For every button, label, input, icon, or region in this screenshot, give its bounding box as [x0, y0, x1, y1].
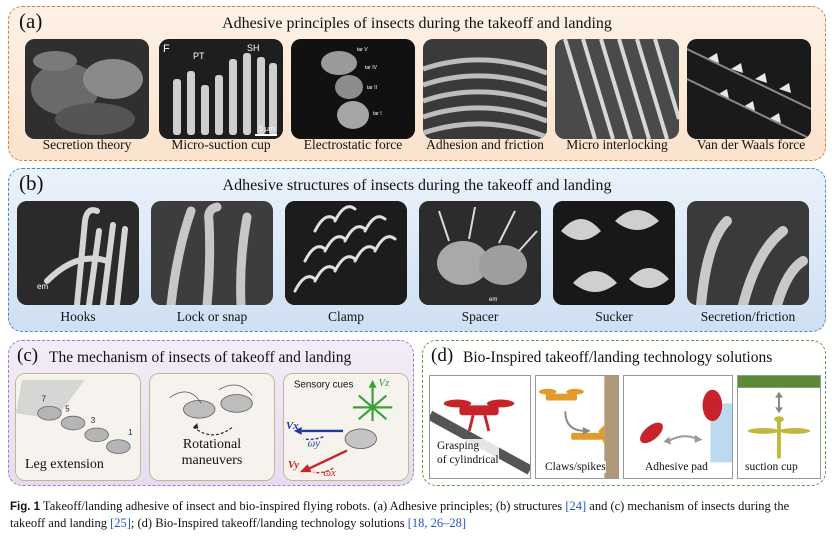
sensory-vx-label: Vx	[286, 420, 299, 432]
hooks-image: em	[17, 201, 139, 305]
micro-suction-scale-label: 5 μm	[259, 126, 275, 133]
lock-or-snap-caption: Lock or snap	[176, 309, 248, 324]
figure-number: Fig. 1	[10, 501, 41, 513]
secretion-friction-image	[687, 201, 809, 305]
sensory-vz-label: Vz	[378, 377, 390, 389]
sensory-cues-title: Sensory cues	[294, 380, 354, 391]
clamp-image	[285, 201, 407, 305]
panel-c-letter: (c)	[17, 345, 39, 366]
secretion-friction-caption: Secretion/friction	[700, 309, 796, 324]
panel-c-title: The mechanism of insects of takeoff and …	[49, 349, 352, 366]
sucker-caption: Sucker	[595, 309, 633, 324]
adhesion-friction-caption: Adhesion and friction	[426, 137, 544, 152]
sensory-wx-label: ωx	[323, 467, 336, 479]
micro-suction-pt-label: PT	[193, 51, 205, 61]
hooks-caption: Hooks	[60, 309, 96, 324]
micro-suction-cup-caption: Micro-suction cup	[171, 137, 271, 152]
micro-suction-f-label: F	[163, 43, 170, 55]
leg-extension-label-1: 1	[128, 428, 132, 437]
van-der-waals-caption: Van der Waals force	[696, 137, 806, 152]
electrostatic-tar-v-label: tar V	[357, 47, 368, 53]
grasping-caption-line2: of cylindrical	[437, 454, 499, 466]
spacer-caption: Spacer	[461, 309, 499, 324]
secretion-theory-caption: Secretion theory	[42, 137, 132, 152]
caption-text-1: Takeoff/landing adhesive of insect and b…	[40, 499, 566, 513]
secretion-theory-image	[25, 39, 149, 139]
figure-caption: Fig. 1 Takeoff/landing adhesive of insec…	[10, 498, 824, 531]
clamp-caption: Clamp	[328, 309, 364, 324]
leg-extension-label-7: 7	[42, 394, 46, 403]
lock-or-snap-image	[151, 201, 273, 305]
panel-b-adhesive-structures: (b) Adhesive structures of insects durin…	[8, 168, 826, 332]
sucker-image	[553, 201, 675, 305]
grasping-caption: Grasping of cylindrical	[437, 439, 499, 467]
panel-a-letter: (a)	[19, 9, 43, 33]
electrostatic-force-caption: Electrostatic force	[303, 137, 403, 152]
caption-text-2: and (c) mechanism of insects during the …	[10, 499, 790, 530]
micro-suction-sh-label: SH	[247, 43, 260, 53]
rotational-caption-line2: maneuvers	[181, 453, 243, 468]
caption-text-3: ; (d) Bio-Inspired takeoff/landing techn…	[130, 516, 408, 530]
spacer-image: em	[419, 201, 541, 305]
electrostatic-tar-ii-label: tar II	[367, 85, 377, 91]
reference-link-25[interactable]: [25]	[110, 516, 131, 530]
panel-d-technology-solutions: (d) Bio-Inspired takeoff/landing technol…	[422, 340, 826, 486]
spacer-em-label: em	[489, 297, 497, 303]
hooks-em-label: em	[37, 282, 48, 291]
panel-b-letter: (b)	[19, 171, 44, 195]
panel-a-title: Adhesive principles of insects during th…	[222, 15, 612, 32]
claws-spikes-caption: Claws/spikes	[545, 461, 606, 473]
electrostatic-force-image: tar V tar IV tar II tar I	[291, 39, 415, 139]
leg-extension-label-3: 3	[91, 416, 96, 425]
adhesion-friction-image	[423, 39, 547, 139]
micro-interlocking-image	[555, 39, 679, 139]
sensory-cues-image: Sensory cues Vz Vx ωy Vy ωx	[283, 373, 409, 481]
sensory-wy-label: ωy	[308, 438, 321, 450]
rotational-maneuvers-caption: Rotational maneuvers	[149, 437, 275, 469]
micro-suction-cup-image: F PT SH 5 μm	[159, 39, 283, 139]
panel-c-mechanism: (c) The mechanism of insects of takeoff …	[8, 340, 414, 486]
adhesive-pad-caption: Adhesive pad	[645, 461, 708, 473]
rotational-caption-line1: Rotational	[182, 437, 242, 452]
reference-link-24[interactable]: [24]	[565, 499, 587, 513]
rotational-maneuvers-image	[149, 373, 275, 481]
electrostatic-tar-iv-label: tar IV	[365, 65, 378, 71]
grasping-caption-line1: Grasping	[437, 440, 480, 452]
leg-extension-image: 7 5 3 1	[15, 373, 141, 481]
panel-b-title: Adhesive structures of insects during th…	[222, 177, 612, 194]
micro-interlocking-caption: Micro interlocking	[566, 137, 668, 152]
panel-d-letter: (d)	[431, 345, 454, 366]
panel-a-adhesive-principles: (a) Adhesive principles of insects durin…	[8, 6, 826, 161]
leg-extension-label-5: 5	[65, 404, 70, 413]
electrostatic-tar-i-label: tar I	[373, 111, 382, 117]
panel-d-title: Bio-Inspired takeoff/landing technology …	[463, 349, 773, 366]
reference-link-18-26-28[interactable]: [18, 26–28]	[407, 516, 467, 530]
sensory-vy-label: Vy	[288, 459, 299, 471]
suction-cup-caption: suction cup	[745, 461, 798, 473]
van-der-waals-image	[687, 39, 811, 139]
leg-extension-caption: Leg extension	[25, 457, 104, 472]
